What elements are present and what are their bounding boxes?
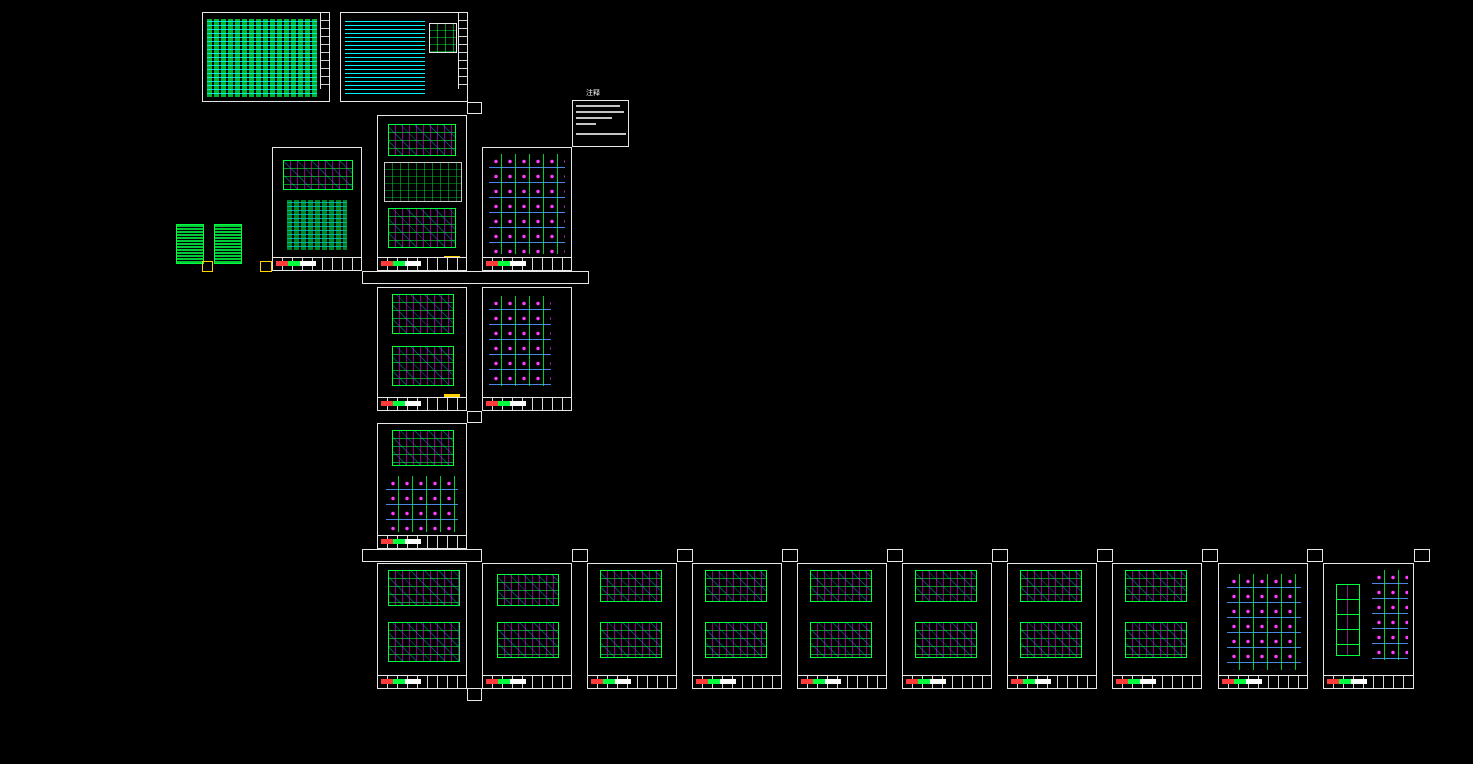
detail-grid bbox=[386, 476, 458, 532]
sheet-stair-details[interactable] bbox=[1218, 563, 1308, 689]
title-block bbox=[378, 257, 466, 270]
title-block bbox=[1008, 675, 1096, 688]
floor-plan-upper bbox=[810, 570, 872, 602]
site-notes bbox=[287, 200, 347, 250]
sheet-floor-plan-b4[interactable] bbox=[692, 563, 782, 689]
floor-plan-lower bbox=[392, 346, 454, 386]
stair-detail-grid bbox=[1227, 574, 1301, 670]
sheet-floor-plan-b8[interactable] bbox=[1112, 563, 1202, 689]
scale-marker bbox=[444, 394, 460, 397]
section-detail-grid bbox=[1372, 570, 1408, 660]
title-block bbox=[273, 257, 361, 270]
sheet-stub bbox=[362, 549, 482, 562]
note-line bbox=[576, 123, 596, 125]
drawing-index-table[interactable] bbox=[176, 224, 204, 264]
title-strip bbox=[320, 13, 329, 89]
sheet-floor-plan-b5[interactable] bbox=[797, 563, 887, 689]
column-section-grid bbox=[489, 154, 565, 254]
details-text bbox=[345, 19, 425, 97]
floor-plan-upper bbox=[1125, 570, 1187, 602]
floor-plan-upper bbox=[497, 574, 559, 606]
floor-plan-lower bbox=[810, 622, 872, 658]
sheet-floor-plan-b3[interactable] bbox=[587, 563, 677, 689]
sheet-column-details[interactable] bbox=[482, 147, 572, 271]
title-block bbox=[798, 675, 886, 688]
floor-plan-lower bbox=[1020, 622, 1082, 658]
sheet-section-details[interactable] bbox=[1323, 563, 1414, 689]
note-line bbox=[576, 117, 612, 119]
drawing-index-table-2[interactable] bbox=[214, 224, 242, 264]
note-line bbox=[576, 133, 626, 135]
sheet-floor-plan[interactable] bbox=[377, 287, 467, 411]
floor-plan-lower bbox=[1125, 622, 1187, 658]
title-block bbox=[693, 675, 781, 688]
sheet-floor-plan-b6[interactable] bbox=[902, 563, 992, 689]
section-frame bbox=[1336, 584, 1360, 656]
floor-plan-lower bbox=[600, 622, 662, 658]
floor-plan-upper bbox=[392, 294, 454, 334]
floor-plan-upper bbox=[915, 570, 977, 602]
sheet-stub bbox=[1414, 549, 1430, 562]
note-line bbox=[576, 111, 624, 113]
sheet-stub bbox=[362, 271, 589, 284]
detail-drawings bbox=[429, 23, 457, 53]
sheet-general-notes[interactable] bbox=[202, 12, 330, 102]
title-block bbox=[1113, 675, 1201, 688]
column-section-grid bbox=[489, 296, 551, 386]
title-block bbox=[483, 675, 571, 688]
floor-plan-upper bbox=[1020, 570, 1082, 602]
sheet-stub bbox=[467, 411, 482, 423]
sheet-floor-plan-b1[interactable] bbox=[377, 563, 467, 689]
note-title: 注释 bbox=[586, 89, 600, 97]
sheet-stub bbox=[782, 549, 798, 562]
sheet-column-details-2[interactable] bbox=[482, 287, 572, 411]
note-line bbox=[576, 105, 620, 107]
sheet-stub bbox=[1307, 549, 1323, 562]
sheet-stub bbox=[1202, 549, 1218, 562]
title-block bbox=[903, 675, 991, 688]
title-block bbox=[378, 535, 466, 548]
selection-marker bbox=[260, 261, 272, 272]
title-strip bbox=[458, 13, 467, 89]
sheet-stub bbox=[467, 688, 482, 701]
foundation-details bbox=[384, 162, 462, 202]
floor-plan-upper bbox=[600, 570, 662, 602]
title-block bbox=[588, 675, 676, 688]
sheet-site-plan[interactable] bbox=[272, 147, 362, 271]
sheet-stub bbox=[887, 549, 903, 562]
sheet-floor-plan-b7[interactable] bbox=[1007, 563, 1097, 689]
floor-plan-lower bbox=[915, 622, 977, 658]
floor-plan-upper bbox=[705, 570, 767, 602]
note-box[interactable] bbox=[572, 100, 629, 147]
title-block bbox=[378, 397, 466, 410]
title-block bbox=[1324, 675, 1413, 688]
floor-plan-lower bbox=[388, 622, 460, 662]
title-block bbox=[483, 397, 571, 410]
sheet-stub bbox=[677, 549, 693, 562]
title-block bbox=[378, 675, 466, 688]
sheet-stub bbox=[992, 549, 1008, 562]
sheet-stub bbox=[467, 102, 482, 114]
sheet-stub bbox=[572, 549, 588, 562]
title-block bbox=[1219, 675, 1307, 688]
site-plan-drawing bbox=[283, 160, 353, 190]
floor-plan-upper bbox=[388, 570, 460, 606]
floor-plan-lower bbox=[497, 622, 559, 658]
notes-text bbox=[207, 19, 317, 97]
foundation-plan-2 bbox=[388, 208, 456, 248]
selection-marker bbox=[202, 261, 213, 272]
sheet-stub bbox=[1097, 549, 1113, 562]
floor-plan-lower bbox=[705, 622, 767, 658]
title-block bbox=[483, 257, 571, 270]
sheet-plan-and-details[interactable] bbox=[377, 423, 467, 549]
sheet-foundation-plan[interactable] bbox=[377, 115, 467, 271]
sheet-general-details[interactable] bbox=[340, 12, 468, 102]
sheet-floor-plan-b2[interactable] bbox=[482, 563, 572, 689]
foundation-plan-drawing bbox=[388, 124, 456, 156]
plan-drawing bbox=[392, 430, 454, 466]
